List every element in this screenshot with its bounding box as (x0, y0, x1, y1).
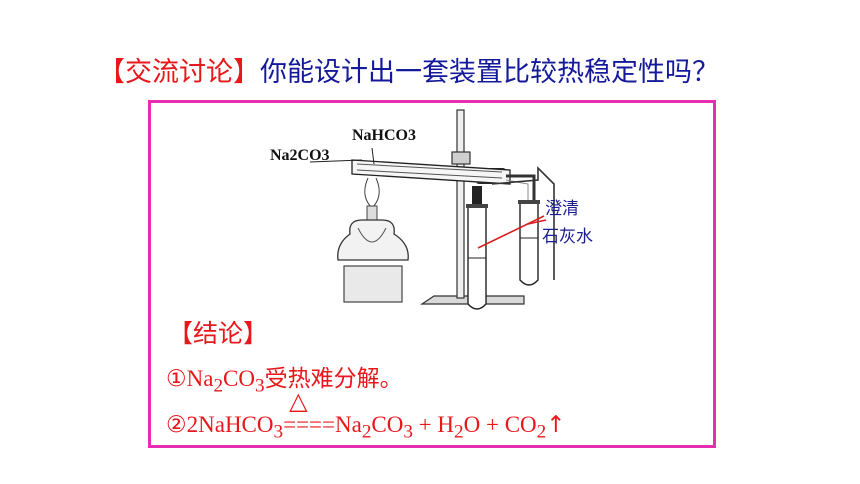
gas-arrow: ↑ (546, 412, 566, 438)
inner-tube-bottom (356, 169, 503, 179)
delivery-tube-2 (491, 166, 555, 280)
alcohol-lamp (337, 219, 409, 261)
pointer-line-2 (527, 219, 547, 225)
plus-2: + (480, 412, 505, 437)
burner-wick-holder (366, 205, 378, 221)
inner-tube (356, 163, 503, 173)
nahco3-leader (371, 147, 375, 165)
line1-text: 受热难分解。 (264, 366, 403, 392)
test-tube-2 (519, 204, 539, 286)
stand-rod (456, 109, 465, 299)
conclusion-line-2: ②2NaHCO3△====Na2CO3 + H2O + CO2↑ (166, 387, 566, 443)
lamp-wick (357, 227, 387, 243)
label-na2co3: Na2CO3 (270, 147, 330, 164)
plus-1: + (412, 412, 438, 437)
clamp (451, 151, 471, 165)
tube2-rim (518, 200, 540, 204)
circled-2: ② (166, 412, 187, 438)
tube1-rim (466, 204, 488, 208)
heading: 【交流讨论】你能设计出一套装置比较热稳定性吗？ (98, 56, 719, 90)
equation-equals: △==== (283, 387, 335, 440)
content-frame (148, 100, 716, 448)
label-limewater-2: 石灰水 (542, 227, 593, 247)
label-limewater-1: 澄清 (545, 199, 579, 219)
equals-sign: ==== (283, 412, 335, 437)
heat-symbol: △ (289, 387, 308, 415)
na2co3-leader (309, 159, 363, 163)
burner-block (343, 265, 403, 303)
heading-tag: 【交流讨论】 (98, 57, 260, 88)
heading-question: 你能设计出一套装置比较热稳定性吗？ (260, 57, 719, 88)
apparatus-diagram: NaHCO3 Na2CO3 澄清 石灰水 (270, 109, 593, 310)
tube1-stopper (472, 186, 482, 204)
conclusion-line-1: ①Na2CO3受热难分解。 (166, 366, 403, 397)
conclusion-title: 【结论】 (168, 319, 269, 348)
flame (364, 177, 380, 209)
pointer-line-1 (477, 215, 545, 249)
circled-1: ① (166, 366, 187, 392)
label-nahco3: NaHCO3 (352, 127, 416, 144)
